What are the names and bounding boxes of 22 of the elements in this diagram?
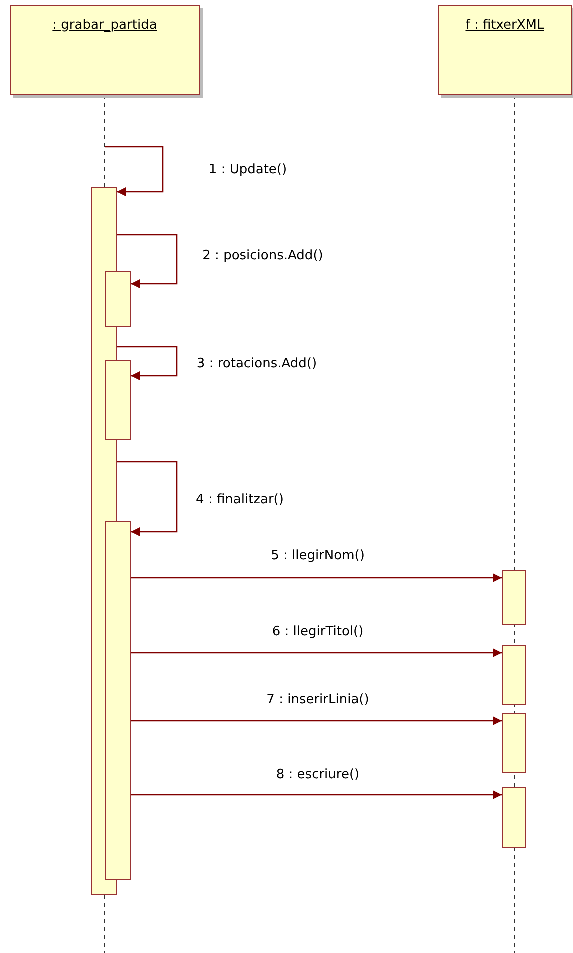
- activation-bar: [502, 713, 526, 773]
- message-arrow: [131, 716, 502, 726]
- edge-label: 7 : inserirLinia(): [264, 692, 372, 708]
- message-arrow: [117, 461, 178, 536]
- activation-bar: [502, 570, 526, 625]
- edge-label: 4 : finalitzar(): [194, 492, 286, 508]
- message-arrow: [117, 234, 178, 288]
- message-arrow: [131, 574, 502, 582]
- object-box: f : fitxerXML: [438, 5, 572, 95]
- activation-bar: [502, 787, 526, 848]
- activation-bar: [105, 521, 131, 880]
- message-arrow: [131, 790, 502, 800]
- activation-bar: [105, 360, 131, 440]
- activation-bar: [105, 271, 131, 327]
- message-arrow: [105, 146, 164, 196]
- message-arrow: [131, 648, 502, 658]
- edge-label: 2 : posicions.Add(): [200, 248, 326, 264]
- edge-label: 6 : llegirTitol(): [270, 624, 366, 640]
- activation-bar: [502, 645, 526, 705]
- message-arrow: [117, 346, 178, 380]
- object-box: : grabar_partida: [10, 5, 200, 95]
- edge-label: 5 : llegirNom(): [269, 548, 367, 564]
